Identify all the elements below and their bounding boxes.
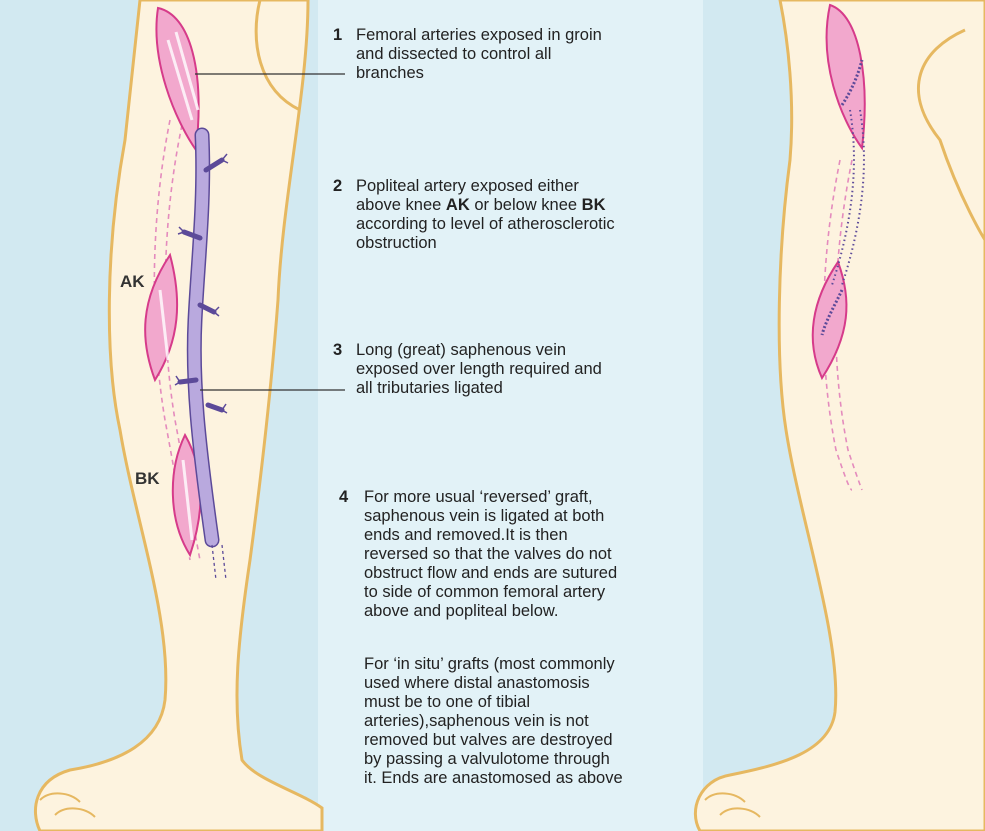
step-4-line: reversed so that the valves do not — [364, 545, 617, 564]
step-3-line: Long (great) saphenous vein — [356, 341, 602, 360]
note-line: For ‘in situ’ grafts (most commonly — [364, 655, 623, 674]
step-2-line: according to level of atherosclerotic — [356, 215, 615, 234]
note-line: arteries),saphenous vein is not — [364, 712, 623, 731]
label-bk: BK — [135, 469, 160, 489]
step-4-text: For more usual ‘reversed’ graft, sapheno… — [364, 488, 617, 621]
step-1-line: Femoral arteries exposed in groin — [356, 26, 602, 45]
step-2-line: obstruction — [356, 234, 615, 253]
step-1-line: branches — [356, 64, 602, 83]
step-3-text: Long (great) saphenous vein exposed over… — [356, 341, 602, 398]
step-2-number: 2 — [333, 177, 342, 196]
note-line: removed but valves are destroyed — [364, 731, 623, 750]
step-4-line: saphenous vein is ligated at both — [364, 507, 617, 526]
note-line: by passing a valvulotome through — [364, 750, 623, 769]
step-3-number: 3 — [333, 341, 342, 360]
left-leg — [35, 0, 322, 831]
step-4-line: For more usual ‘reversed’ graft, — [364, 488, 617, 507]
step-2-text: Popliteal artery exposed either above kn… — [356, 177, 615, 253]
note-line: it. Ends are anastomosed as above — [364, 769, 623, 788]
step-4-line: to side of common femoral artery — [364, 583, 617, 602]
note-line: used where distal anastomosis — [364, 674, 623, 693]
step-4-line: ends and removed.It is then — [364, 526, 617, 545]
right-leg — [695, 0, 985, 831]
step-1-number: 1 — [333, 26, 342, 45]
step-2-line: Popliteal artery exposed either — [356, 177, 615, 196]
step-4-line: obstruct flow and ends are sutured — [364, 564, 617, 583]
in-situ-note: For ‘in situ’ grafts (most commonly used… — [364, 655, 623, 788]
step-1-text: Femoral arteries exposed in groin and di… — [356, 26, 602, 83]
step-1-line: and dissected to control all — [356, 45, 602, 64]
step-2-line: above knee AK or below knee BK — [356, 196, 615, 215]
step-3-line: exposed over length required and — [356, 360, 602, 379]
step-4-line: above and popliteal below. — [364, 602, 617, 621]
step-4-number: 4 — [339, 488, 348, 507]
label-ak: AK — [120, 272, 145, 292]
note-line: must be to one of tibial — [364, 693, 623, 712]
step-3-line: all tributaries ligated — [356, 379, 602, 398]
